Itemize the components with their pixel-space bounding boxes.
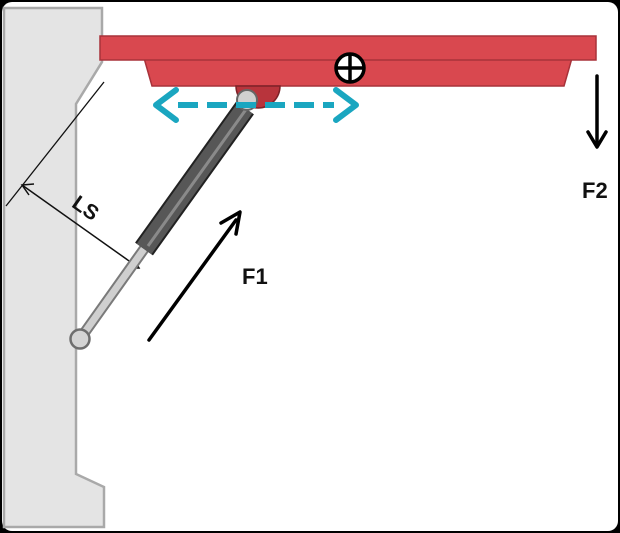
f1-arrowhead [219,210,242,236]
crosshair-circle-icon [334,52,366,84]
f2-arrowhead [586,130,608,149]
gas-spring-rod [76,245,148,343]
bottom-pivot [69,328,91,350]
f1-arrow-shaft [147,218,238,342]
f2-arrow-icon [586,74,608,149]
gas-spring-cylinder-highlight [146,107,249,247]
ls-arrowhead-left [20,183,35,196]
f2-label: F2 [582,178,608,203]
gas-spring-cylinder [136,102,253,255]
ls-dimension-line [21,184,140,269]
f1-arrow-icon [147,210,242,342]
f1-label: F1 [242,264,268,289]
cabinet-wall [2,6,106,529]
slide-arrowhead-right [333,87,359,123]
slide-arrowhead-left [153,87,179,123]
double-arrow-icon [153,87,359,123]
